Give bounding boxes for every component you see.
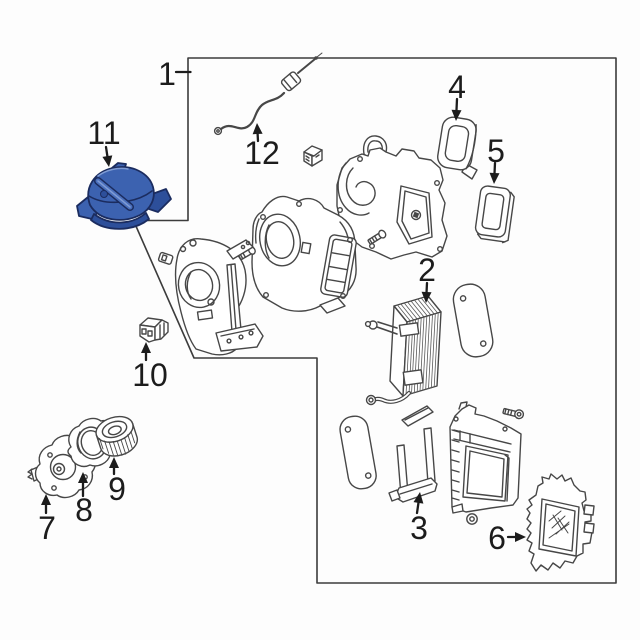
callout-7: 7 — [38, 494, 56, 546]
callout-label-7: 7 — [38, 510, 56, 546]
callout-11: 11 — [87, 115, 121, 167]
callout-leader-line — [493, 161, 497, 176]
part-12-cable — [213, 52, 323, 136]
callout-label-9: 9 — [108, 471, 126, 507]
callout-leader-line — [104, 145, 109, 159]
part-11-highlighted — [76, 162, 172, 230]
part-9-blower-wheel — [95, 415, 139, 457]
callout-arrowhead — [78, 472, 88, 483]
foam-strip — [401, 405, 434, 427]
callout-label-8: 8 — [75, 492, 93, 528]
connector-block — [303, 145, 323, 167]
callout-5: 5 — [487, 133, 505, 184]
callout-10: 10 — [132, 342, 168, 393]
part-10-clip — [139, 317, 169, 343]
callout-label-11: 11 — [87, 115, 120, 151]
screw-icon — [367, 229, 387, 245]
callout-label-4: 4 — [448, 69, 466, 105]
rear-case-half — [336, 135, 448, 260]
callout-4: 4 — [448, 69, 466, 121]
callout-label-2: 2 — [418, 252, 436, 288]
callout-arrowhead — [109, 457, 119, 468]
callout-leader-line — [415, 500, 420, 515]
callout-8: 8 — [75, 472, 93, 528]
callout-1: 1 — [158, 56, 192, 92]
callout-arrowhead — [515, 532, 526, 542]
callout-arrowhead — [252, 123, 263, 135]
callout-leader-line — [425, 281, 429, 295]
part-5-seal — [474, 185, 515, 244]
part-2-evaporator-core — [364, 295, 442, 406]
callout-arrowhead — [413, 492, 424, 504]
nut-icon — [466, 513, 478, 525]
callout-label-10: 10 — [132, 357, 168, 393]
callout-arrowhead — [489, 172, 500, 184]
callout-label-3: 3 — [410, 510, 428, 546]
callout-leader-line — [455, 97, 459, 113]
callout-label-6: 6 — [488, 520, 506, 556]
callout-arrowhead — [41, 494, 51, 505]
mounting-pad — [339, 415, 377, 490]
callout-arrowhead — [451, 109, 462, 121]
callout-label-12: 12 — [244, 135, 280, 171]
blower-scroll-housing — [174, 238, 264, 356]
front-case-half — [251, 195, 357, 314]
callout-2: 2 — [418, 252, 436, 303]
callout-arrowhead — [102, 155, 113, 167]
callout-3: 3 — [410, 492, 428, 546]
screw-icon — [502, 407, 525, 420]
fastener-clip-icon — [157, 251, 174, 265]
callout-12: 12 — [244, 123, 280, 171]
part-4-seal — [437, 116, 478, 180]
callout-arrowhead — [421, 291, 432, 303]
callout-label-5: 5 — [487, 133, 505, 169]
mounting-pad — [452, 283, 494, 358]
part-6-cover — [526, 473, 595, 572]
assembly-boundary-box — [132, 57, 617, 584]
callout-9: 9 — [108, 457, 126, 507]
callout-6: 6 — [488, 520, 526, 556]
callout-arrowhead — [141, 342, 151, 353]
part-3-bracket — [388, 427, 438, 503]
lower-case-half — [449, 401, 522, 514]
callout-label-1: 1 — [158, 56, 176, 92]
